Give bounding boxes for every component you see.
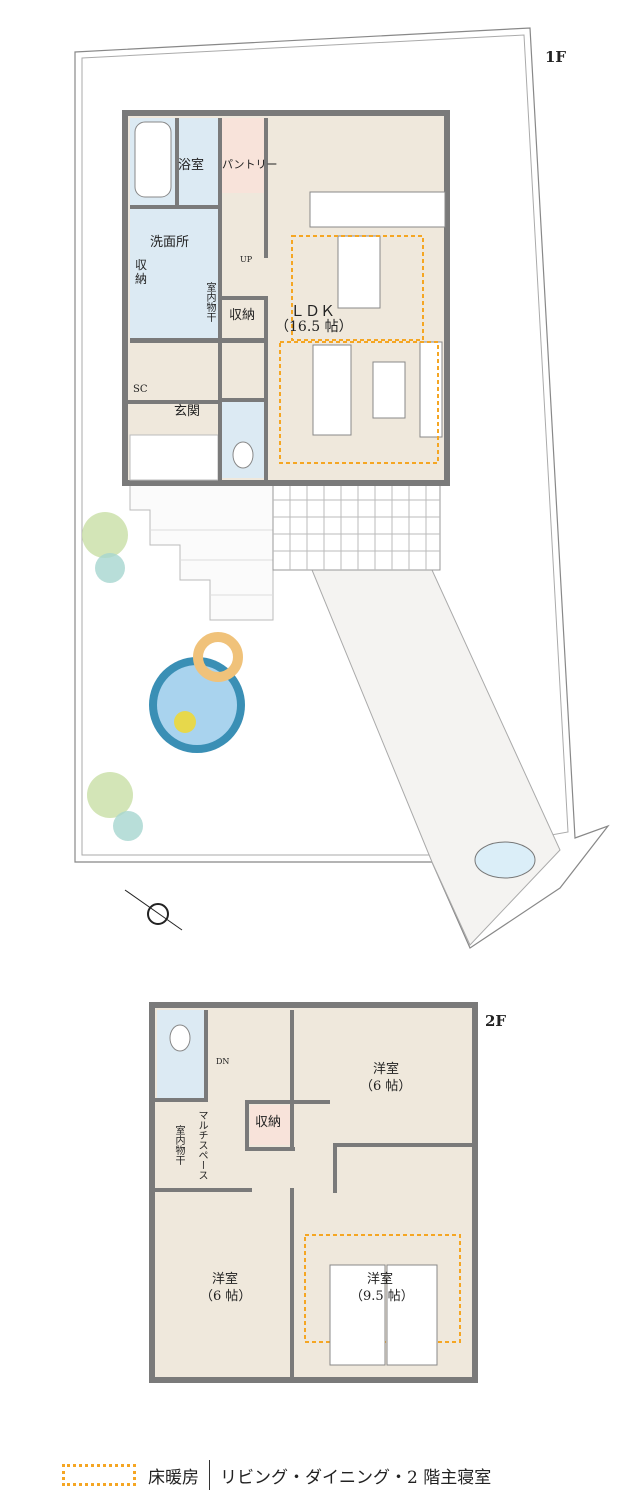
toilet-2f <box>169 1024 191 1052</box>
legend-description: リビング・ダイニング・2 階主寝室 <box>220 1467 492 1488</box>
toilet-1f <box>232 441 254 469</box>
tree <box>87 772 133 818</box>
float-ring <box>193 632 243 682</box>
sofa <box>312 344 352 436</box>
pantry-floor <box>222 118 268 193</box>
room-entrance: 玄関 <box>174 404 201 419</box>
floor-label-1f: 1F <box>545 48 567 66</box>
legend-label: 床暖房 <box>148 1467 199 1488</box>
room-western-b: 洋室 <box>212 1272 239 1287</box>
room-ldk-size: （16.5 帖） <box>275 319 353 335</box>
north-compass-icon <box>147 903 169 925</box>
tree <box>82 512 128 558</box>
driveway <box>311 569 561 946</box>
shoe-closet: SC <box>133 384 148 395</box>
bed <box>386 1264 438 1366</box>
dining-table <box>337 235 381 309</box>
room-ldk: ＬＤＫ <box>290 302 336 320</box>
room-storage-1f: 収納 <box>229 308 256 323</box>
car <box>474 841 536 879</box>
indoor-drying-1f: 室内物干 <box>204 282 215 322</box>
coffee-table <box>372 361 406 419</box>
room-master-size: （9.5 帖） <box>350 1289 414 1304</box>
room-washroom: 洗面所 <box>150 235 190 250</box>
room-master: 洋室 <box>367 1272 394 1287</box>
toilet-2f-floor <box>157 1010 204 1098</box>
stairs-up: UP <box>240 255 253 264</box>
tree <box>95 553 125 583</box>
room-western-a-size: （6 帖） <box>360 1079 412 1094</box>
legend-divider <box>209 1460 210 1490</box>
room-western-a: 洋室 <box>373 1062 400 1077</box>
floor-heating-swatch <box>62 1464 136 1486</box>
room-storage-2f: 収納 <box>255 1115 282 1130</box>
room-pantry: パントリー <box>222 158 278 171</box>
bathtub <box>134 121 172 198</box>
entrance-tiles <box>129 434 219 481</box>
indoor-drying-2f: 室内物干 <box>173 1125 184 1165</box>
beach-ball <box>174 711 196 733</box>
floor-label-2f: 2F <box>485 1012 507 1030</box>
floor-heating-dining <box>291 235 424 341</box>
bed <box>329 1264 386 1366</box>
tree <box>113 811 143 841</box>
storage-2f-floor <box>250 1105 290 1145</box>
room-western-b-size: （6 帖） <box>200 1289 252 1304</box>
stairs-down: DN <box>216 1057 230 1066</box>
room-bath: 浴室 <box>178 158 205 173</box>
room-storage-wash: 収納 <box>134 258 147 287</box>
floor-heating-living <box>279 341 439 464</box>
terrace <box>272 482 441 571</box>
lot-boundary <box>74 27 610 949</box>
kitchen-counter <box>309 191 446 228</box>
multi-space: マルチスペース <box>196 1110 207 1180</box>
legend: 床暖房 リビング・ダイニング・2 階主寝室 <box>62 1460 491 1490</box>
entry-steps <box>129 482 274 621</box>
